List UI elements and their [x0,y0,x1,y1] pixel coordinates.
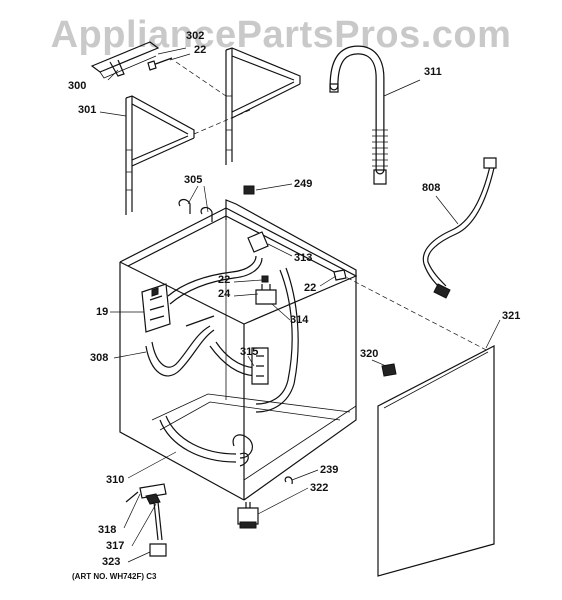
callout-311: 311 [424,66,442,78]
callout-305: 305 [184,174,203,186]
art-number: (ART NO. WH742F) C3 [72,572,157,581]
callout-22: 22 [194,44,207,56]
part-315-pump-hose [251,347,269,385]
callout-321: 321 [502,310,521,322]
callout-808: 808 [422,182,441,194]
part-320-clip [381,363,397,377]
callout-239: 239 [320,464,339,476]
callout-315: 315 [240,346,259,358]
callout-301: 301 [78,104,97,116]
part-321-front-panel [377,345,495,577]
part-318-leg-assembly [125,483,167,557]
part-19-water-valve [141,283,171,333]
part-322-leveling-leg [237,502,259,529]
part-808-fill-hose [422,157,497,299]
callout-22: 22 [218,274,231,286]
callout-314: 314 [290,314,309,326]
callout-317: 317 [106,540,125,552]
part-300-bracket [90,41,160,79]
callout-320: 320 [360,348,379,360]
callout-323: 323 [102,556,121,568]
alignment-line [175,61,227,97]
callout-313: 313 [294,252,313,264]
part-239-spring [284,476,293,485]
alignment-line [193,109,251,135]
part-305-clips [178,198,213,222]
callout-24: 24 [218,288,231,300]
callout-310: 310 [106,474,125,486]
cabinet [119,199,358,501]
leader-lines [99,47,501,563]
part-22-screw [333,269,347,281]
callout-318: 318 [98,524,117,536]
part-301-frame-left [125,95,195,215]
frame-right-top [225,47,301,165]
callout-19: 19 [96,306,109,318]
callout-302: 302 [186,30,205,42]
part-311-drain-hose [329,45,388,185]
part-302-screw [147,57,173,71]
callout-249: 249 [294,178,313,190]
alignment-line [339,273,495,355]
callout-300: 300 [68,80,87,92]
part-249-clip [243,185,255,195]
callout-322: 322 [310,482,329,494]
callout-22: 22 [304,282,317,294]
part-313-elbow [247,231,269,253]
callout-308: 308 [90,352,109,364]
